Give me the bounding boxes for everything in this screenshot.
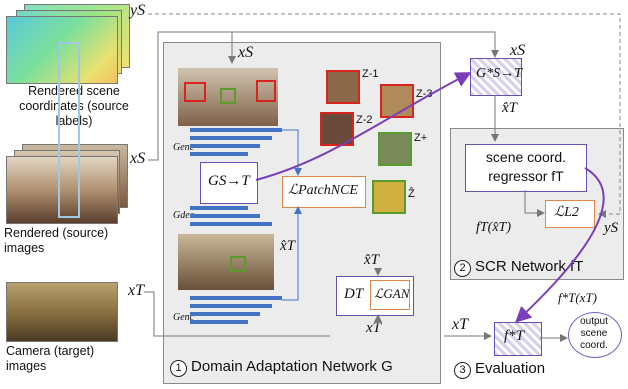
xt-hat-mid: x̂T	[364, 252, 379, 268]
patch-highlight	[58, 42, 80, 218]
enc-bar	[190, 136, 272, 140]
zm3-label: Z-3	[416, 88, 433, 100]
eval-output-formula: f*T(xT)	[558, 290, 597, 305]
discriminator-label: DT	[344, 286, 364, 302]
eval-xt-label: xT	[452, 316, 468, 333]
positive-patch	[220, 88, 236, 104]
source-image-stack	[6, 144, 134, 224]
decoder-label: Gdec	[173, 210, 195, 221]
negative-patch-2	[256, 80, 276, 102]
patch-thumb-zhat	[372, 180, 406, 214]
dan-title-text: Domain Adaptation Network G	[191, 358, 393, 375]
xt-label: xT	[128, 282, 144, 299]
dan-xt-bottom: xT	[366, 320, 381, 336]
zhat-label: Ẑ	[408, 188, 415, 200]
patch-thumb-zm1	[326, 70, 360, 104]
negative-patch-1	[184, 82, 206, 102]
dec-bar	[190, 222, 272, 226]
translated-photo	[178, 234, 274, 290]
scene-coords-caption: Rendered scene coordinates (source label…	[19, 84, 129, 128]
source-images-caption: Rendered (source) images	[4, 226, 109, 255]
output-label: output scene coord.	[580, 316, 608, 351]
enc2-bar	[190, 312, 260, 316]
step-2-badge: 2	[454, 260, 471, 277]
trained-generator-label: G*S→T	[476, 66, 522, 81]
patch-thumb-zm2	[320, 112, 354, 146]
step-3-badge: 3	[454, 362, 471, 379]
gan-loss-box	[370, 280, 410, 310]
enc2-bar	[190, 320, 248, 324]
step-1-badge: 1	[170, 360, 187, 377]
enc-bar	[190, 128, 282, 132]
ys-label: yS	[130, 2, 146, 19]
scr-ys-label: yS	[604, 220, 619, 236]
enc2-bar	[190, 296, 282, 300]
trained-regressor-box	[494, 322, 542, 356]
patch-thumb-zm3	[380, 84, 414, 118]
patch-thumb-zplus	[378, 132, 412, 166]
gan-label: ℒGAN	[374, 286, 410, 301]
scene-coordinate-stack	[6, 4, 134, 86]
dec-bar	[190, 206, 248, 210]
enc-bar	[190, 144, 260, 148]
tr-xt-hat: x̂T	[502, 100, 517, 116]
zm2-label: Z-2	[356, 114, 373, 126]
enc2-bar	[190, 304, 272, 308]
dec-bar	[190, 214, 260, 218]
dan-xs-label: xS	[238, 44, 254, 61]
zplus-label: Z+	[414, 132, 428, 144]
camera-images-caption: Camera (target) images	[6, 344, 95, 373]
xs-label: xS	[130, 150, 146, 167]
translated-patch	[230, 256, 246, 272]
xt-hat-left: x̂T	[280, 238, 295, 254]
scr-fx-label: fT(x̂T)	[476, 220, 511, 235]
eval-title-text: Evaluation	[475, 360, 546, 377]
zm1-label: Z-1	[362, 68, 379, 80]
generator-label: GS→T	[208, 173, 250, 189]
patchnce-label: ℒPatchNCE	[288, 183, 358, 198]
l2-label: ℒL2	[554, 205, 579, 220]
trained-regressor-label: f*T	[504, 328, 525, 344]
enc-bar	[190, 152, 248, 156]
scr-title-text: SCR Network fT	[475, 258, 584, 275]
camera-image	[6, 282, 118, 342]
scr-regressor-label: scene coord. regressor fT	[485, 149, 567, 184]
